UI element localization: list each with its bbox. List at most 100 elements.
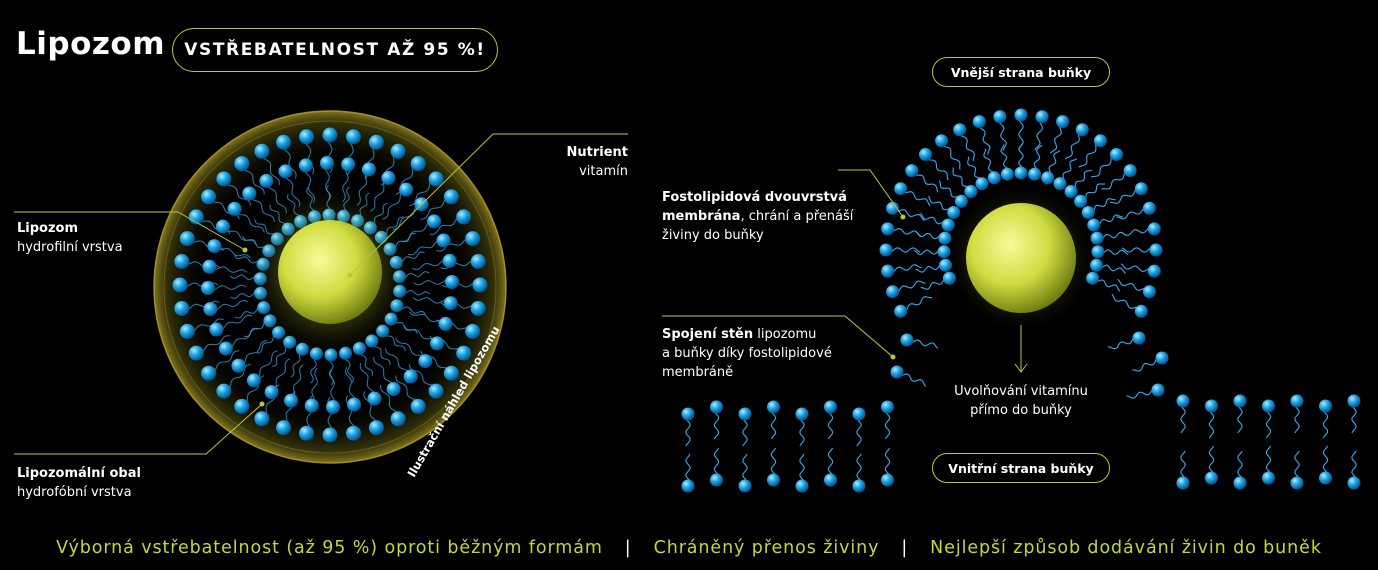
lipid-head — [322, 427, 338, 443]
lipid-head — [795, 407, 809, 421]
lipid-head — [1142, 285, 1156, 299]
lipid-head — [1205, 471, 1218, 485]
lipid-head — [886, 285, 900, 299]
lipid-head — [234, 156, 250, 172]
lipid-head — [470, 301, 486, 316]
label-lipozom-sub: hydrofilní vrstva — [17, 240, 123, 255]
lipid-head — [710, 400, 723, 414]
lipid-head — [470, 254, 486, 269]
lipid-head — [322, 127, 338, 143]
footer-item-delivery: Nejlepší způsob dodávání živin do buněk — [930, 538, 1322, 558]
lipid-head — [1075, 123, 1089, 137]
lipid-head — [710, 473, 723, 487]
lipid-head — [1151, 383, 1165, 397]
lipid-head — [1014, 108, 1028, 122]
lipid-head — [1123, 164, 1137, 178]
label-lipozom-title: Lipozom — [17, 221, 79, 236]
label-lipozom: Lipozom hydrofilní vrstva — [17, 219, 123, 257]
lipid-head — [234, 398, 250, 414]
lipid-head — [179, 323, 195, 339]
outer-side-pill: Vnější strana buňky — [932, 57, 1110, 87]
lipid-head — [442, 253, 457, 268]
lipid-head — [890, 365, 904, 379]
lipid-head — [1081, 206, 1095, 219]
lipid-head — [1093, 134, 1107, 148]
lipid-head — [278, 164, 293, 179]
lipid-head — [1290, 394, 1304, 408]
lipid-head — [993, 110, 1007, 124]
lipid-head — [1014, 166, 1028, 180]
lipid-head — [284, 393, 299, 408]
lipid-head — [299, 129, 314, 145]
lipid-head — [954, 194, 968, 208]
lipid-head — [209, 322, 224, 337]
lipid-head — [443, 296, 458, 311]
lipid-head — [1035, 110, 1049, 124]
lipid-head — [428, 171, 444, 187]
lipid-head — [443, 365, 459, 381]
lipid-head — [1053, 177, 1067, 191]
lipid-head — [767, 473, 780, 487]
lipid-head — [201, 281, 215, 295]
lipid-head — [215, 219, 230, 234]
lipid-head — [216, 171, 232, 187]
lipid-head — [905, 164, 919, 178]
lipid-head — [881, 264, 895, 278]
label-membrane: Fostolipidová dvouvrstvá membrána, chrán… — [662, 188, 853, 245]
leader-join — [662, 315, 894, 358]
lipid-head — [246, 373, 261, 388]
lipid-head — [881, 473, 894, 487]
lipid-head — [1176, 394, 1190, 408]
lipid-head — [203, 302, 218, 317]
lipid-head — [242, 186, 257, 201]
lipid-head — [1132, 331, 1146, 345]
membrane-bold-1: Fostolipidová dvouvrstvá — [662, 190, 847, 205]
lipid-head — [1147, 222, 1161, 236]
lipid-head — [681, 407, 695, 421]
lipid-head — [1028, 167, 1042, 181]
lipid-head — [410, 156, 426, 172]
lipid-head — [299, 425, 314, 441]
label-join: Spojení stěn lipozomu a buňky díky fosto… — [662, 325, 832, 382]
lipid-head — [231, 358, 246, 373]
lipid-head — [919, 148, 932, 161]
lipid-head — [465, 231, 481, 247]
lipid-head — [894, 182, 908, 196]
page-title: Lipozom — [16, 26, 166, 62]
lipid-head — [900, 333, 914, 347]
lipid-head — [254, 143, 270, 159]
lipid-head — [410, 398, 426, 414]
lipid-head — [681, 479, 695, 493]
lipid-head — [1347, 394, 1361, 408]
lipid-head — [403, 369, 418, 384]
lipid-head — [953, 123, 967, 137]
lipid-head — [1056, 115, 1070, 129]
lipid-head — [276, 134, 292, 150]
lipid-head — [390, 411, 406, 427]
lipid-head — [320, 156, 334, 170]
footer-item-protected: Chráněný přenos živiny — [653, 538, 880, 558]
vitamin-core — [966, 203, 1076, 313]
lipid-head — [1041, 171, 1055, 185]
lipid-head — [879, 243, 893, 257]
join-rest-1: lipozomu — [753, 327, 817, 342]
lipid-head — [738, 479, 752, 493]
lipid-head — [1134, 304, 1148, 318]
membrane-bold-2: membrána — [662, 209, 741, 224]
absorption-badge: VSTŘEBATELNOST AŽ 95 %! — [172, 28, 498, 72]
lipid-head — [326, 400, 340, 414]
lipid-head — [346, 129, 361, 145]
lipid-head — [179, 231, 195, 247]
lipid-head — [1134, 182, 1148, 196]
lipid-head — [881, 222, 895, 236]
join-bold: Spojení stěn — [662, 327, 754, 342]
release-2: přímo do buňky — [970, 403, 1072, 418]
lipid-head — [254, 411, 270, 427]
label-obal-sub: hydrofóbní vrstva — [17, 485, 132, 500]
lipid-head — [767, 400, 780, 414]
lipid-head — [1205, 399, 1218, 413]
lipid-head — [472, 277, 488, 293]
label-nutrient-sub: vitamín — [579, 164, 628, 179]
lipid-head — [894, 304, 908, 318]
lipid-head — [1000, 167, 1014, 181]
